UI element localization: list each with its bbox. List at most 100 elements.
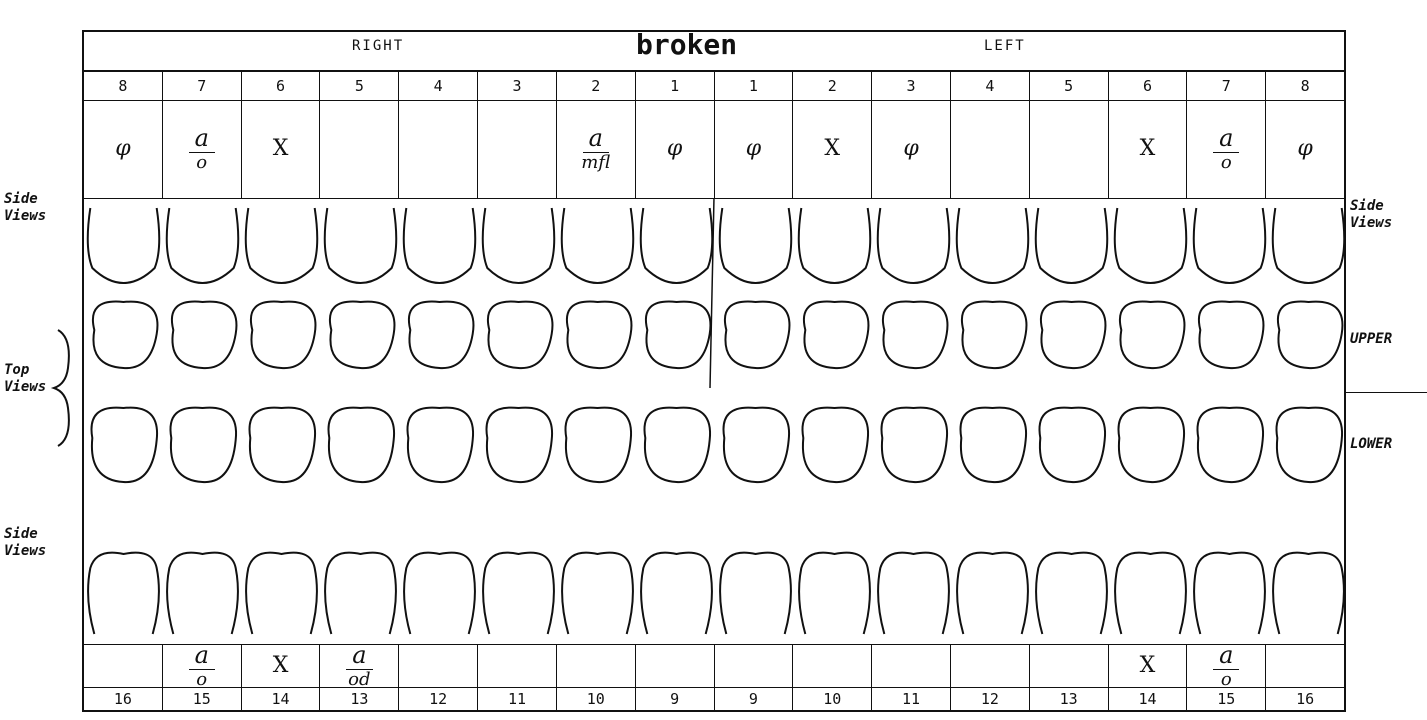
lower-mark-cell [478, 645, 557, 687]
upper-side-tooth [641, 208, 713, 283]
tooth-mark: X [1140, 138, 1156, 160]
lower-side-tooth [167, 553, 238, 634]
fraction-top: a [1213, 643, 1239, 670]
lower-tooth-number: 14 [272, 690, 290, 708]
upper-tooth-cell: 6 [1109, 72, 1188, 100]
lower-tooth-number: 11 [508, 690, 526, 708]
upper-top-tooth [567, 302, 632, 369]
lower-tooth-cell: 15 [163, 686, 242, 712]
fraction-top: a [189, 643, 215, 670]
lower-tooth-number: 13 [1060, 690, 1078, 708]
upper-side-tooth [483, 208, 555, 283]
tooth-mark: 𝜑 [903, 138, 918, 160]
top-views-brace [50, 328, 80, 448]
upper-tooth-number: 8 [1301, 77, 1310, 95]
upper-top-tooth [1278, 302, 1343, 369]
upper-mark-cell: X [1109, 100, 1188, 198]
header-row: RIGHT broken LEFT [84, 32, 1344, 72]
tooth-mark: 𝜑 [746, 138, 761, 160]
lower-side-tooth [641, 553, 712, 634]
upper-tooth-cell: 3 [872, 72, 951, 100]
upper-tooth-number: 5 [355, 77, 364, 95]
upper-side-tooth [799, 208, 871, 283]
upper-mark-cell: 𝜑 [84, 100, 163, 198]
lower-label: LOWER [1350, 436, 1392, 453]
lower-top-tooth [328, 408, 394, 483]
upper-side-tooth [1115, 208, 1187, 283]
upper-top-tooth [725, 302, 790, 369]
upper-mark-cell: X [242, 100, 321, 198]
lower-top-tooth [881, 408, 947, 483]
lower-tooth-cell: 10 [793, 686, 872, 712]
lower-tooth-cell: 9 [715, 686, 794, 712]
upper-tooth-number: 1 [670, 77, 679, 95]
lower-tooth-cell: 11 [478, 686, 557, 712]
lower-top-tooth [1276, 408, 1342, 483]
tooth-fraction: ao [1213, 126, 1239, 173]
upper-mark-cell [951, 100, 1030, 198]
upper-tooth-cell: 2 [557, 72, 636, 100]
lower-tooth-cell: 12 [399, 686, 478, 712]
tooth-mark: 𝜑 [1297, 138, 1312, 160]
lower-tooth-number: 15 [193, 690, 211, 708]
tooth-mark: X [1140, 655, 1156, 677]
upper-mark-cell: 𝜑 [715, 100, 794, 198]
upper-tooth-number: 4 [434, 77, 443, 95]
upper-top-tooth [172, 302, 237, 369]
lower-mark-cell [399, 645, 478, 687]
lower-tooth-cell: 14 [242, 686, 321, 712]
upper-side-tooth [878, 208, 950, 283]
lower-side-tooth [1115, 553, 1186, 634]
lower-side-tooth [799, 553, 870, 634]
lower-side-tooth [246, 553, 317, 634]
upper-side-tooth [404, 208, 476, 283]
upper-tooth-number: 3 [907, 77, 916, 95]
upper-mark-cell [478, 100, 557, 198]
fraction-bottom: mfl [581, 153, 610, 173]
upper-mark-cell [320, 100, 399, 198]
lower-tooth-number: 10 [587, 690, 605, 708]
upper-tooth-cell: 6 [242, 72, 321, 100]
upper-mark-cell: 𝜑 [872, 100, 951, 198]
lower-mark-cell [84, 645, 163, 687]
upper-top-tooth [1041, 302, 1106, 369]
lower-side-tooth [1194, 553, 1265, 634]
upper-tooth-cell: 8 [1266, 72, 1344, 100]
fraction-bottom: o [196, 153, 207, 173]
lower-tooth-cell: 14 [1109, 686, 1188, 712]
lower-top-tooth [486, 408, 552, 483]
lower-side-tooth [1273, 553, 1344, 634]
lower-tooth-cell: 13 [1030, 686, 1109, 712]
upper-tooth-cell: 5 [1030, 72, 1109, 100]
upper-tooth-cell: 8 [84, 72, 163, 100]
lower-top-tooth [1197, 408, 1263, 483]
upper-tooth-cell: 7 [163, 72, 242, 100]
upper-tooth-number: 4 [985, 77, 994, 95]
upper-tooth-number: 2 [591, 77, 600, 95]
tooth-mark: X [824, 138, 840, 160]
lower-tooth-number: 13 [350, 690, 368, 708]
chart-title: broken [636, 28, 737, 61]
lower-top-tooth [565, 408, 631, 483]
lower-tooth-number: 9 [670, 690, 679, 708]
upper-tooth-number: 7 [197, 77, 206, 95]
lower-tooth-number: 15 [1217, 690, 1235, 708]
lower-mark-cell [1266, 645, 1344, 687]
lower-tooth-number: 14 [1138, 690, 1156, 708]
upper-side-tooth [957, 208, 1029, 283]
lower-mark-cell [1030, 645, 1109, 687]
upper-top-tooth [883, 302, 948, 369]
lower-side-tooth [88, 553, 159, 634]
